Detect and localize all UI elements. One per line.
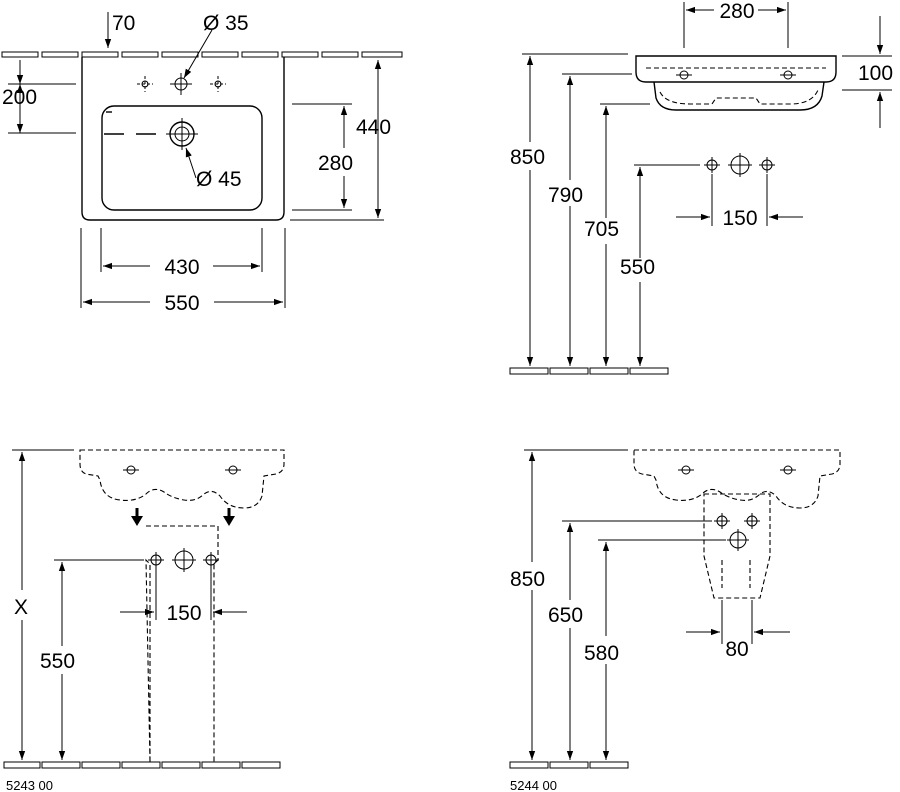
waste-hole-icon	[727, 529, 749, 551]
basin-front	[635, 55, 837, 83]
mount-hole-right-icon	[225, 465, 241, 475]
supply-hole-left-icon	[714, 513, 730, 529]
dim-basin-height: 100	[858, 62, 893, 85]
wall-line	[1, 51, 403, 58]
supply-center-icon	[172, 548, 196, 572]
arrow-down-icon	[131, 508, 143, 526]
dim-depth-total: 440	[356, 116, 391, 139]
mount-hole-right-icon	[780, 70, 796, 80]
dim-tap-height: 200	[2, 86, 37, 109]
supply-hole-right-icon	[744, 513, 760, 529]
supply-right-icon	[759, 157, 775, 173]
mount-hole-left-icon	[123, 465, 139, 475]
dim-bowl-width: 430	[164, 256, 199, 279]
dim-tap-offset: 70	[112, 12, 135, 35]
dim-650: 650	[548, 604, 583, 627]
semi-pedestal-outline	[703, 493, 771, 599]
dim-rim-height: 850	[510, 568, 545, 591]
front-view: 280 100 850 790 705 550	[509, 0, 893, 375]
dim-580: 580	[584, 642, 619, 665]
supply-left-icon	[704, 157, 720, 173]
mount-hole-right-icon	[780, 465, 796, 475]
dim-spacing: 80	[725, 638, 748, 661]
basin-outline	[81, 57, 285, 221]
article-code: 5244 00	[510, 778, 557, 792]
tap-hole-right-icon	[210, 76, 226, 92]
dim-supply-height: 550	[40, 650, 75, 673]
dim-supply-spacing: 150	[722, 207, 757, 230]
supply-right-icon	[203, 552, 219, 568]
top-view: 70 Ø 35 200 440 280 Ø 45 430	[1, 12, 403, 315]
tap-hole-center-icon	[170, 73, 192, 95]
waste-hole-icon	[166, 118, 198, 150]
dim-790: 790	[548, 184, 583, 207]
supply-left-icon	[148, 552, 164, 568]
dim-705: 705	[584, 218, 619, 241]
supply-center-icon	[728, 153, 752, 177]
dim-supply-height: 550	[620, 256, 655, 279]
arrow-down-icon	[223, 508, 235, 526]
mount-hole-left-icon	[678, 465, 694, 475]
bowl-outline	[101, 105, 263, 211]
article-code: 5243 00	[6, 778, 53, 792]
pedestal-view: 150 X 550 5243 00	[3, 449, 285, 792]
dim-hole-spacing: 280	[719, 0, 754, 23]
floor-line	[509, 761, 629, 769]
dim-rim-height: 850	[510, 146, 545, 169]
dim-height-x: X	[14, 596, 28, 619]
floor-line	[3, 761, 281, 769]
pedestal-outline	[145, 525, 219, 763]
mount-hole-left-icon	[676, 70, 692, 80]
dim-waste-hole: Ø 45	[196, 168, 242, 191]
dim-total-width: 550	[164, 292, 199, 315]
semi-pedestal-view: 850 650 580 80 5244 00	[509, 449, 841, 792]
floor-line	[509, 367, 669, 375]
dim-tap-hole: Ø 35	[203, 12, 249, 35]
dim-supply-spacing: 150	[166, 602, 201, 625]
dim-bowl-depth: 280	[318, 152, 353, 175]
tap-hole-left-icon	[137, 76, 153, 92]
